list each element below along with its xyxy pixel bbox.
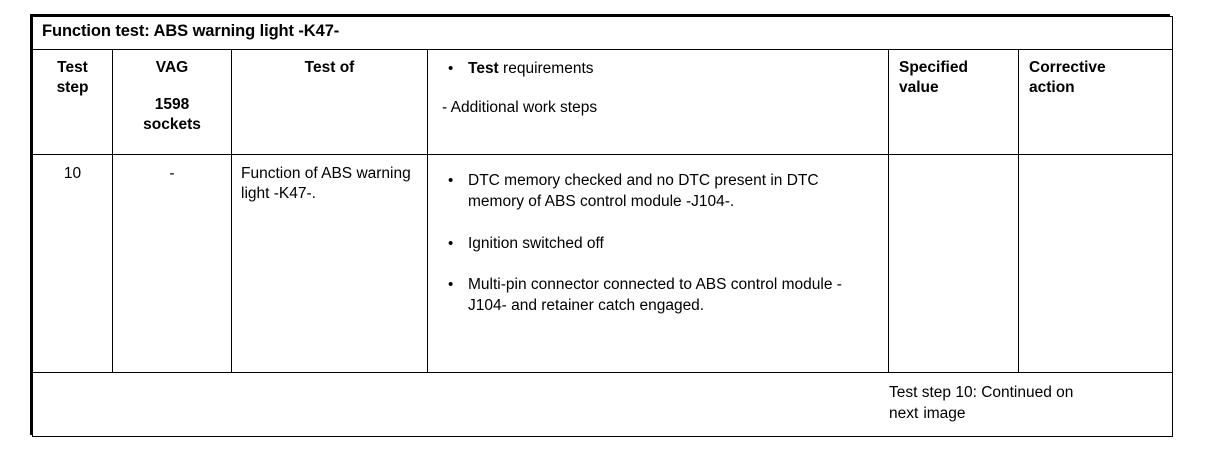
header-requirements: • Test requirements - Additional work ste… [427,49,889,155]
cell-requirements-list: • DTC memory checked and no DTC present i… [428,155,888,317]
cell-vag-socket: - [112,154,232,373]
header-requirements-bullet-line: • Test requirements [442,59,888,79]
header-vag-spacer [113,78,231,95]
header-vag-line3: sockets [143,116,201,134]
cell-corrective-action [1017,154,1174,373]
cell-specified-value-text [889,155,1018,164]
header-specified-value-line1: Specified [899,59,968,76]
header-requirements-content: • Test requirements - Additional work ste… [428,50,888,118]
table-row: 10 - Function of ABS warning light -K47-… [32,154,1174,373]
requirement-text: DTC memory checked and no DTC present in… [468,172,819,210]
page-title: Function test: ABS warning light -K47- [42,22,340,40]
header-test-step-line2: step [56,79,89,97]
cell-vag-socket-value: - [169,165,175,182]
requirement-text: Ignition switched off [468,234,604,252]
header-test-of-text: Test of [304,59,355,76]
header-specified-value-line2: value [899,79,939,97]
header-vag-text: VAG 1598 sockets [113,50,231,135]
cell-test-of-value: Function of ABS warning light -K47-. [241,165,411,203]
header-test-of: Test of [231,49,428,155]
header-additional-steps: - Additional work steps [442,99,598,117]
requirement-item: • DTC memory checked and no DTC present i… [442,171,878,213]
header-specified-value: Specified value [888,49,1019,155]
requirement-item: • Multi-pin connector connected to ABS co… [442,275,878,317]
header-vag-line1: VAG [155,59,189,76]
header-corrective-action-line1: Corrective [1029,59,1106,76]
continuation-note-next: next [889,405,919,423]
title-cell: Function test: ABS warning light -K47- [31,16,1174,50]
header-requirements-bold: Test [468,60,499,77]
cell-specified-value [888,154,1019,373]
header-vag-line2: 1598 [154,96,190,114]
header-corrective-action-line2: action [1029,79,1075,97]
title-row: Function test: ABS warning light -K47- [31,16,1174,50]
header-test-step-line1: Test [57,59,88,76]
continuation-note-line1: Test step 10: Continued on [889,384,1074,401]
function-test-table: Function test: ABS warning light -K47- T… [31,16,1174,437]
header-corrective-action: Corrective action [1017,49,1174,155]
cell-test-step: 10 [32,154,113,373]
cell-test-of: Function of ABS warning light -K47-. [231,154,428,373]
cell-requirements: • DTC memory checked and no DTC present i… [427,154,889,373]
header-corrective-action-text: Corrective action [1019,50,1172,98]
cell-corrective-action-text [1019,155,1172,164]
function-test-table-sheet: Function test: ABS warning light -K47- T… [30,14,1174,437]
header-test-step: Test step [32,49,113,155]
header-vag-sockets: VAG 1598 sockets [112,49,232,155]
requirement-text: Multi-pin connector connected to ABS con… [468,276,842,315]
header-specified-value-text: Specified value [889,50,1018,98]
bullet-icon: • [448,60,454,77]
header-test-step-text: Test step [33,50,112,98]
requirement-item: • Ignition switched off [442,234,878,255]
bullet-icon: • [448,234,454,252]
bullet-icon: • [448,276,454,294]
bullet-icon: • [448,172,454,189]
continuation-note-image: image [923,405,966,423]
header-requirements-rest: requirements [498,60,594,77]
cell-test-step-value: 10 [63,165,82,182]
header-row: Test step VAG 1598 sockets Test of • Test [32,49,1174,155]
